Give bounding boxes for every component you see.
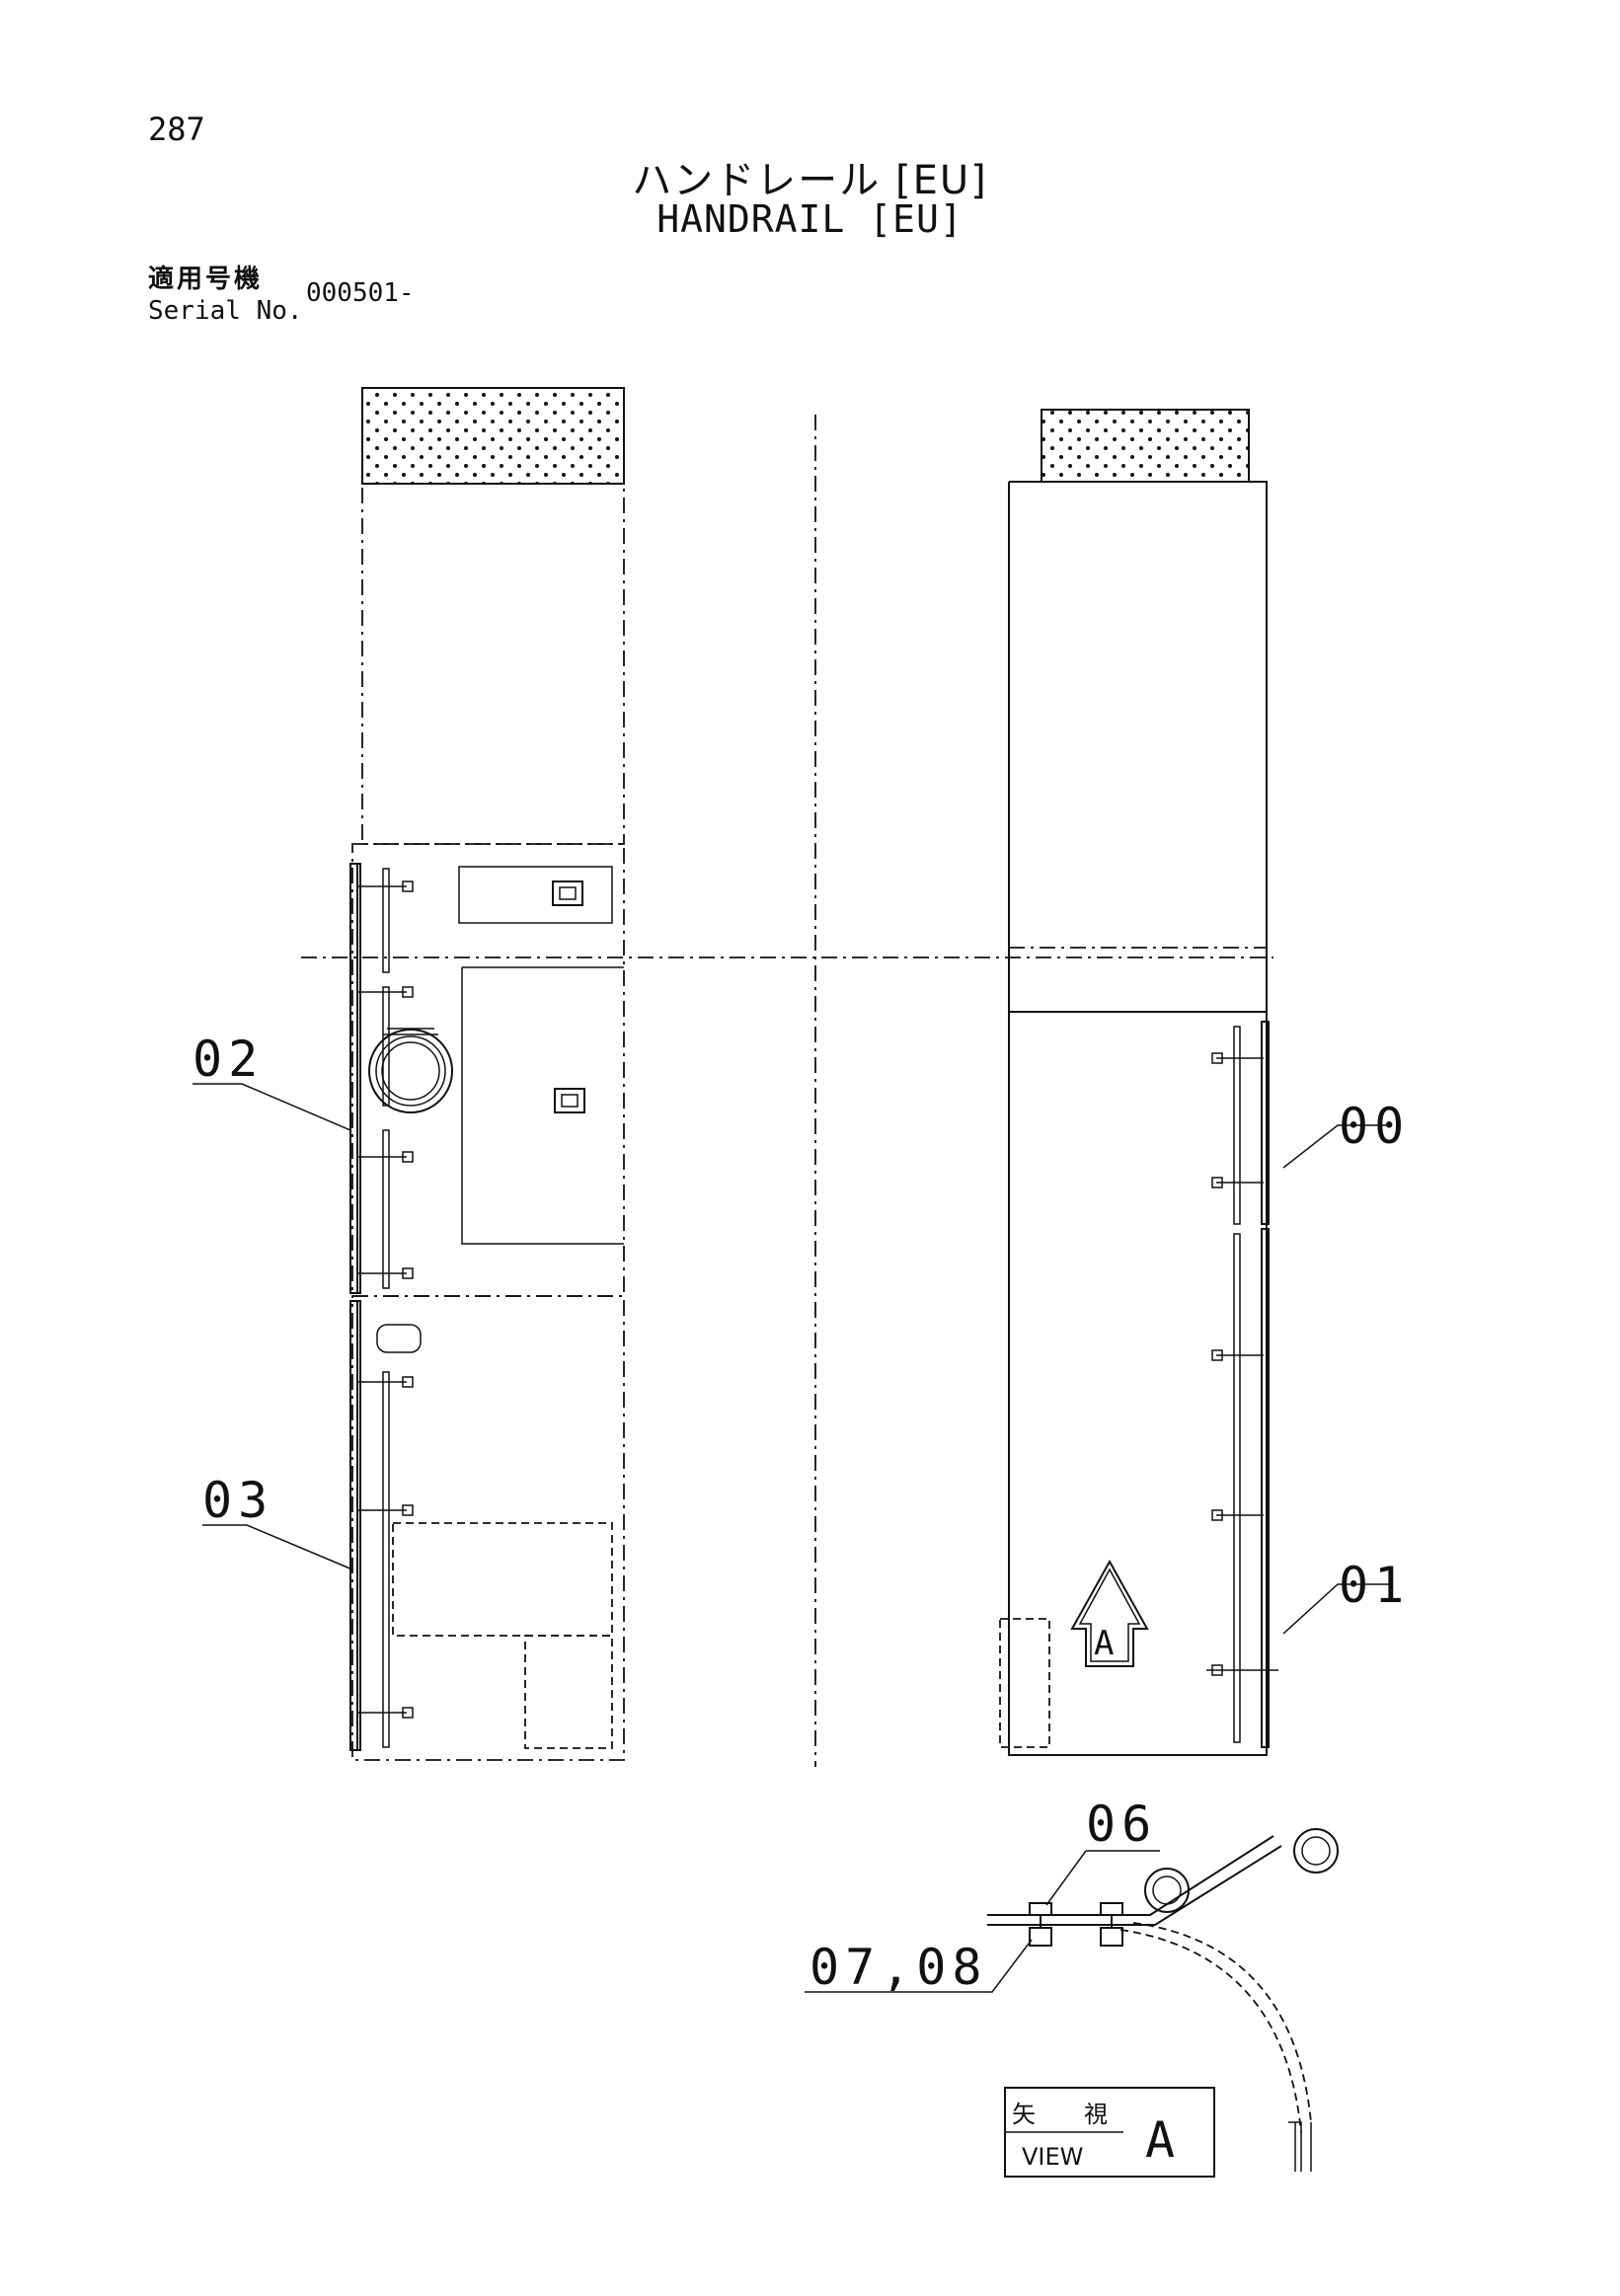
view-label-jp-1: 矢 xyxy=(1012,2101,1036,2128)
callout-00: 00 xyxy=(1339,1098,1410,1155)
arrow-a-label: A xyxy=(1094,1624,1114,1663)
callout-07-08: 07,08 xyxy=(810,1939,988,1996)
callout-03: 03 xyxy=(202,1472,273,1529)
page-title-japanese: ハンドレール [EU] xyxy=(632,158,988,203)
callout-02: 02 xyxy=(193,1031,264,1088)
view-label-en: VIEW xyxy=(1022,2143,1083,2171)
serial-number-value: 000501- xyxy=(306,278,415,308)
page-number: 287 xyxy=(148,111,205,148)
right-step-tread xyxy=(1041,409,1250,483)
view-label-letter: A xyxy=(1145,2111,1175,2169)
left-step-tread xyxy=(361,387,625,485)
page-title-english: HANDRAIL [EU] xyxy=(656,197,964,241)
callout-01: 01 xyxy=(1339,1557,1410,1614)
view-label-jp-2: 視 xyxy=(1084,2101,1108,2128)
view-arrow-a xyxy=(1070,1559,1149,1667)
right-machine-view xyxy=(999,409,1278,1756)
serial-label-english: Serial No. xyxy=(148,296,303,326)
detail-view-a xyxy=(987,1828,1339,2172)
view-a-label-box: 矢 視 VIEW A xyxy=(1004,2087,1215,2178)
callout-06: 06 xyxy=(1086,1796,1157,1853)
serial-label-japanese: 適用号機 xyxy=(148,265,264,294)
left-machine-view xyxy=(349,387,625,1761)
